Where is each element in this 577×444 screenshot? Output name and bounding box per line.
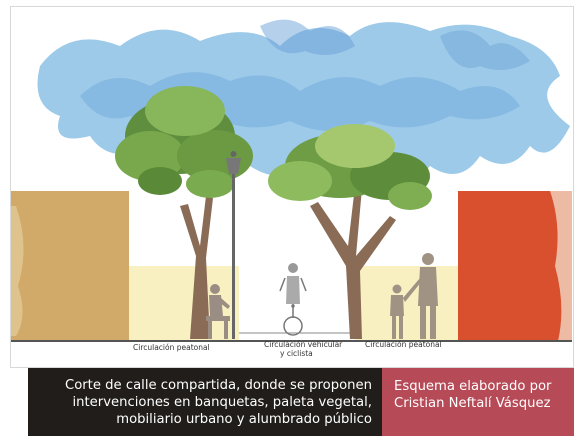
label-right-sidewalk: Circulación peatonal	[365, 340, 442, 349]
street-section-illustration: Circulación peatonal Circulación vehicul…	[10, 6, 574, 368]
left-wall	[11, 191, 129, 341]
pedestrians	[390, 253, 438, 339]
caption-credit: Esquema elaborado por Cristian Neftalí V…	[394, 379, 552, 411]
label-roadway-line1: Circulación vehicular	[264, 340, 343, 349]
right-wall	[458, 191, 572, 341]
label-roadway-line2: y ciclista	[280, 349, 313, 358]
left-tree	[115, 86, 253, 339]
label-left-sidewalk: Circulación peatonal	[133, 343, 210, 352]
cyclist	[279, 263, 307, 336]
caption-description: Corte de calle compartida, donde se prop…	[64, 378, 372, 427]
seated-person	[206, 284, 230, 339]
right-tree	[268, 124, 432, 339]
right-sidewalk-glow	[355, 266, 458, 341]
street-lamp	[226, 151, 241, 339]
caption-description-box: Corte de calle compartida, donde se prop…	[28, 368, 382, 436]
caption-credit-box: Esquema elaborado por Cristian Neftalí V…	[382, 368, 574, 436]
